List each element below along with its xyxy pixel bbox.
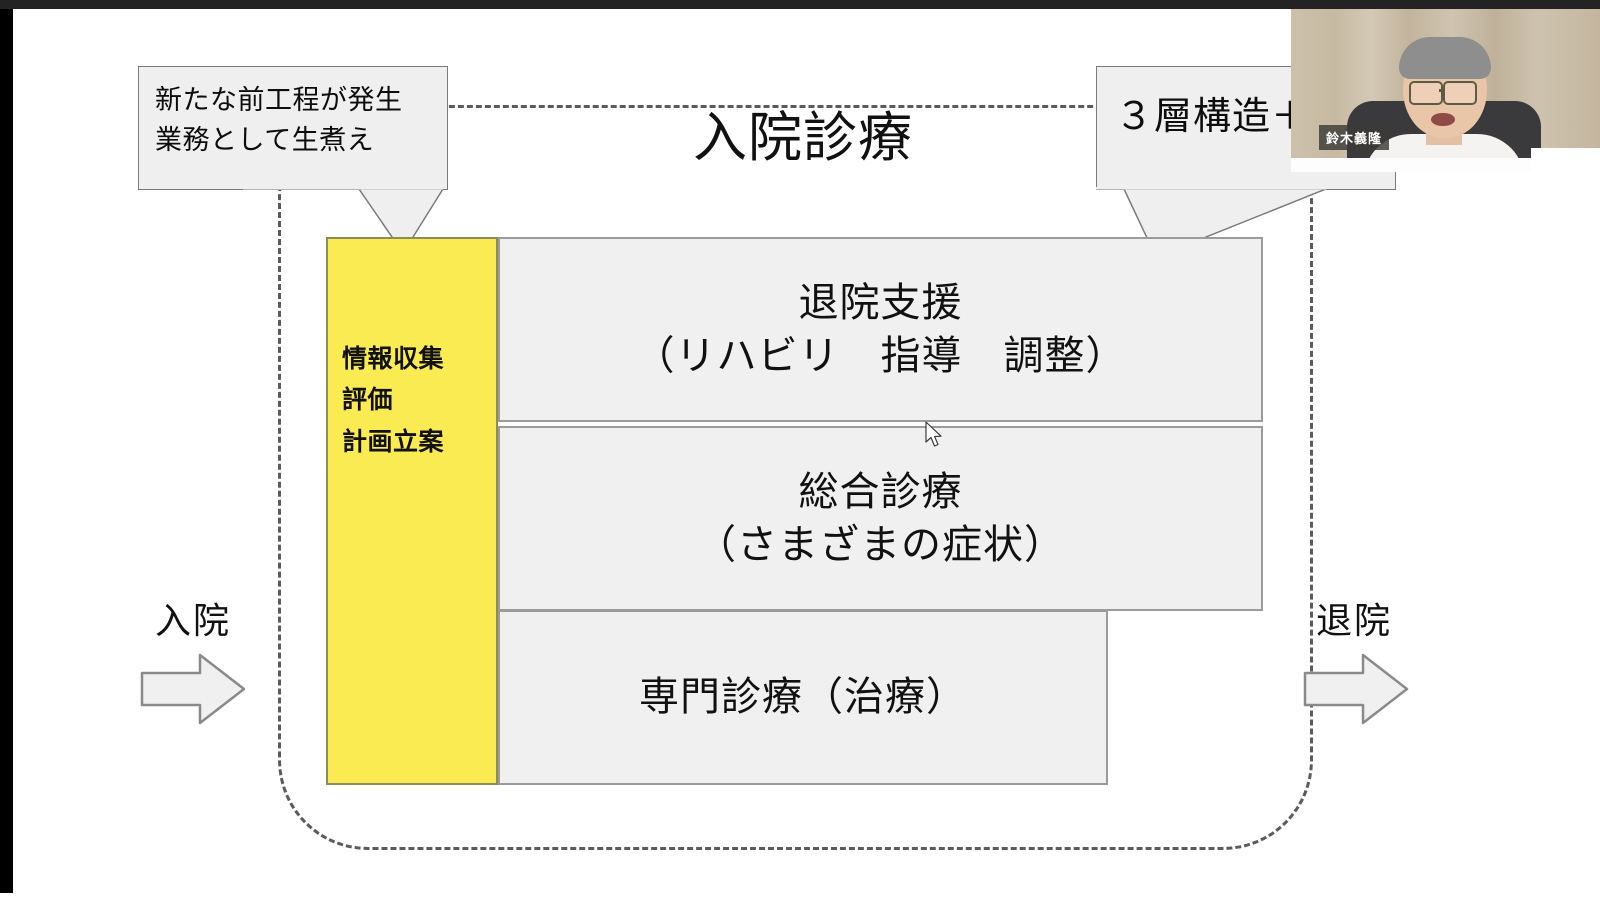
video-bottom-band [1291,158,1600,172]
video-corner-mask [1531,148,1600,172]
participant-name-badge: 鈴木義隆 [1319,125,1390,150]
glasses-right-lens-icon [1443,81,1477,105]
mouth-shape [1431,113,1455,126]
general-care-line2: （さまざまの症状） [696,522,1065,567]
callout-right-text: ３層構造＋ [1115,96,1311,138]
callout-left-line1: 新たな前工程が発生 [155,85,403,115]
discharge-support-line2: （リハビリ 指導 調整） [634,333,1127,378]
page-title: 入院診療 [693,108,913,168]
window-left-bar [0,9,13,893]
specialty-care-line1: 専門診療（治療） [639,675,967,720]
assessment-line3: 計画立案 [342,427,445,456]
title-backdrop [661,109,951,175]
video-participant-tile[interactable]: 鈴木義隆 [1291,9,1600,172]
callout-left-line2: 業務として生煮え [155,124,375,155]
arrow-pointer-icon [925,421,942,447]
care-box-specialty-care: 専門診療（治療） [498,610,1108,785]
hair-shape [1399,37,1491,79]
care-box-general-care: 総合診療 （さまざまの症状） [498,426,1263,611]
discharge-support-line1: 退院支援 [798,280,963,325]
callout-left: 新たな前工程が発生 業務として生煮え [138,66,448,190]
discharge-label: 退院 [1316,600,1393,641]
general-care-line1: 総合診療 [798,469,963,514]
process-boundary-frame [278,105,1313,850]
callout-left-text: 新たな前工程が発生 業務として生煮え [139,67,447,161]
admission-label: 入院 [155,600,232,641]
discharge-arrow-icon [1303,653,1409,725]
assessment-column: 情報収集 評価 計画立案 [326,237,498,785]
assessment-line2: 評価 [342,386,394,415]
assessment-line1: 情報収集 [342,345,445,373]
glasses-bridge-icon [1439,89,1445,92]
window-top-bar [0,0,1600,9]
glasses-left-lens-icon [1409,81,1443,105]
care-box-discharge-support: 退院支援 （リハビリ 指導 調整） [498,237,1263,422]
admission-arrow-icon [140,653,246,725]
